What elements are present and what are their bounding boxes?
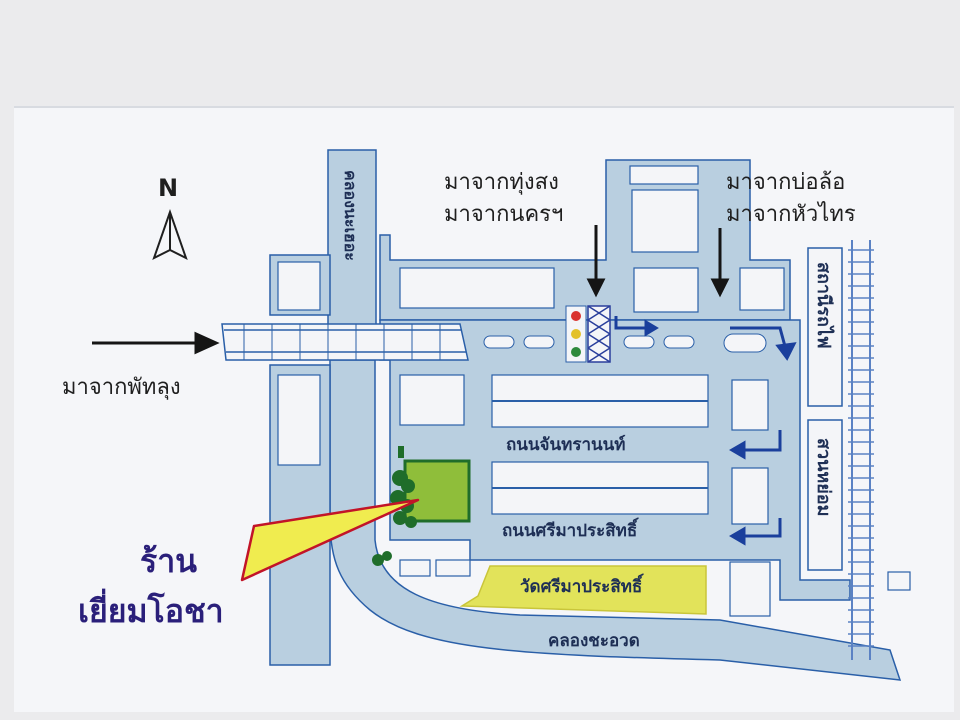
lane-dash [623, 335, 655, 349]
label-station: สถานีรถไฟ [813, 262, 835, 349]
block [739, 267, 785, 311]
block [731, 467, 769, 525]
lower-canal-curve [329, 359, 902, 681]
bridge [221, 323, 469, 361]
block [629, 165, 699, 185]
temple-area [459, 565, 707, 615]
lane-dash [723, 333, 767, 353]
label-from-hua-sai: มาจากหัวไทร [726, 201, 856, 227]
shop-name-line2: เยี่ยมโอชา [78, 588, 224, 630]
block [435, 559, 471, 577]
block [887, 571, 911, 591]
block [399, 559, 431, 577]
arrow-right-icon [614, 316, 650, 330]
label-from-bo-lo: มาจากบ่อล้อ [726, 170, 845, 195]
block [633, 267, 699, 313]
lane-dash [523, 335, 555, 349]
block [399, 267, 555, 309]
block [631, 189, 699, 253]
traffic-light-icon [565, 305, 611, 363]
lane-dash [483, 335, 515, 349]
compass-label: N [158, 174, 178, 202]
label-road-chantharanon: ถนนจันทรานนท์ [506, 434, 625, 455]
north-canal-strip [327, 149, 377, 331]
label-from-nakhon: มาจากนครฯ [444, 202, 563, 227]
label-park: สวนหย่อม [813, 438, 834, 517]
incoming-arrows [92, 225, 730, 355]
card-shadow-edge [14, 106, 954, 108]
label-road-sri-maprasit: ถนนศรีมาประสิทธิ์ [502, 517, 639, 541]
block [277, 374, 321, 466]
label-from-thung-song: มาจากทุ่งสง [444, 170, 559, 195]
block [277, 261, 321, 311]
shop-pointer [240, 498, 420, 582]
arrow-curve-down-icon [730, 326, 788, 351]
lane-dashes [483, 333, 767, 353]
compass-icon [152, 208, 188, 260]
lane-dash [663, 335, 695, 349]
label-south-canal: คลองชะอวด [548, 631, 640, 651]
arrow-left-icon [740, 430, 782, 452]
railway [848, 240, 874, 660]
label-from-phatthalung: มาจากพัทลุง [62, 375, 181, 400]
block [399, 374, 465, 426]
label-temple: วัดศรีมาประสิทธิ์ [520, 573, 644, 597]
shop-location [403, 459, 471, 523]
traffic-arrows [614, 316, 797, 546]
arrow-left-icon [740, 518, 782, 538]
label-north-canal: คลองนะเฮอะ [341, 170, 360, 261]
park-building [807, 419, 843, 571]
block [729, 561, 771, 617]
station-building [807, 247, 843, 407]
shop-name-line1: ร้าน [140, 542, 197, 580]
block [731, 379, 769, 431]
